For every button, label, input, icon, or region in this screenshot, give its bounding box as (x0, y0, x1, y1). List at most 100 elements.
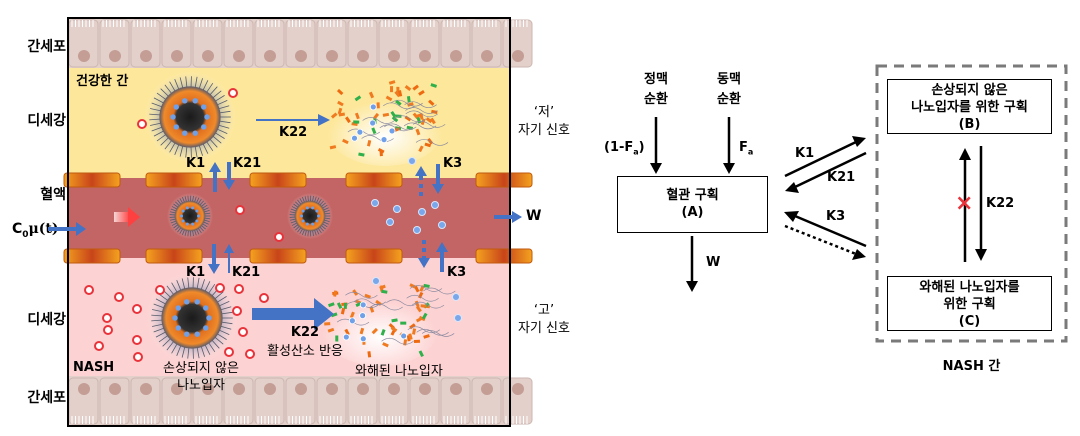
portal-inflow-line1: 정맥 (644, 72, 668, 87)
k1-bottom-label: K1 (186, 265, 206, 280)
hepatocyte-cell (254, 19, 285, 68)
intact-np-compartment-box: 손상되지 않은 나노입자를 위한 구획 (B) (887, 79, 1052, 134)
hepatocyte-cell (471, 19, 502, 68)
hepatocyte-nucleus (202, 383, 214, 395)
arterial-inflow-label: 동맥 순환 (701, 70, 757, 110)
endothelial-cell (475, 172, 533, 188)
hepatocyte-cell (378, 19, 409, 68)
k3-top-label: K3 (443, 156, 463, 171)
compartment-model-arrows (650, 64, 1068, 343)
hepatocyte-nucleus (171, 383, 183, 395)
k21-model-label: K21 (827, 170, 856, 185)
k1-model-arrow (784, 140, 857, 178)
intact-nanoparticle (151, 277, 233, 359)
hepatocyte-nucleus (450, 383, 462, 395)
ros-reaction-label: 활성산소 반응 (267, 344, 343, 359)
vascular-box-line2: (A) (681, 205, 704, 220)
iron-dot (452, 293, 460, 301)
hepatocyte-nucleus (326, 383, 338, 395)
low-signal-line1: ‘저’ (533, 105, 555, 120)
ros-dot (137, 119, 147, 129)
row-label-hepatocyte-top: 간세포 (27, 39, 66, 55)
input-label: C0μ(t) (12, 221, 59, 240)
intact-nanoparticle (149, 76, 231, 158)
liver-tissue-diagram (48, 17, 533, 427)
input-arrow-head (76, 222, 86, 236)
hepatocyte-cell (285, 377, 316, 425)
nash-liver-group-label: NASH 간 (942, 359, 1001, 374)
ros-dot (245, 349, 255, 359)
vascular-compartment-box: 혈관 구획 (A) (617, 176, 768, 233)
endothelial-cell (345, 172, 403, 188)
panel-frame (67, 17, 511, 427)
k3-model-label: K3 (826, 209, 846, 224)
ros-dot (133, 352, 143, 362)
ros-dot (259, 293, 269, 303)
hepatocyte-cell (161, 377, 192, 425)
endothelial-cell (63, 248, 121, 264)
arterial-inflow-line2: 순환 (717, 92, 741, 107)
input-label-sub: 0 (22, 229, 29, 240)
ros-dot (234, 284, 244, 294)
box-b-line2: 나노입자를 위한 구획 (911, 100, 1028, 115)
k1-top-label: K1 (186, 156, 206, 171)
intact-np-label-line1: 손상되지 않은 (163, 361, 239, 376)
portal-inflow-label: 정맥 순환 (628, 70, 684, 110)
blocked-marker: × (955, 191, 974, 216)
hepatocyte-nucleus (202, 50, 214, 62)
nash-liver-group-border (875, 64, 1068, 343)
hepatocyte-nucleus (512, 383, 524, 395)
hepatocyte-nucleus (171, 50, 183, 62)
hepatocyte-nucleus (326, 50, 338, 62)
nash-label: NASH (73, 360, 115, 375)
ros-dot (84, 285, 94, 295)
vascular-box-line1: 혈관 구획 (666, 188, 719, 203)
ros-dot (103, 325, 113, 335)
ros-dot (232, 306, 242, 316)
k3-bottom-label: K3 (447, 265, 467, 280)
hepatocyte-cell (440, 377, 471, 425)
intact-np-label-line2: 나노입자 (177, 378, 225, 393)
arterial-fraction-label: Fa (739, 140, 753, 157)
outflow-label-left: W (526, 208, 542, 224)
hepatocyte-cell (192, 377, 223, 425)
hepatocyte-nucleus (140, 383, 152, 395)
portal-fraction-prefix: (1-F (604, 140, 634, 155)
iron-dot (418, 208, 426, 216)
hepatocyte-cell (99, 19, 130, 68)
hepatocyte-nucleus (295, 383, 307, 395)
ros-dot (235, 205, 245, 215)
iron-dot (408, 157, 416, 165)
endothelial-cells (63, 172, 533, 264)
portal-inflow-line2: 순환 (644, 92, 668, 107)
hepatocyte-cell (285, 19, 316, 68)
row-label-sinusoid-top: 디세강 (27, 113, 66, 129)
hepatocyte-nucleus (512, 50, 524, 62)
ros-dot (228, 88, 238, 98)
hepatocyte-nucleus (264, 50, 276, 62)
high-signal-line1: ‘고’ (533, 303, 555, 318)
hepatocyte-cell (409, 19, 440, 68)
hepatocyte-nucleus (233, 50, 245, 62)
k22-model-label: K22 (986, 196, 1015, 211)
portal-fraction-label: (1-Fa) (604, 140, 645, 157)
endothelial-cell (63, 172, 121, 188)
hepatocyte-nucleus (109, 50, 121, 62)
iron-dot (393, 205, 401, 213)
hepatocyte-nucleus (357, 50, 369, 62)
degraded-nanoparticle-cloud (327, 94, 443, 166)
degraded-nanoparticle-cloud (322, 294, 438, 366)
row-label-blood: 혈액 (40, 187, 66, 203)
hepatocyte-cell (316, 19, 347, 68)
hepatocyte-nucleus (419, 383, 431, 395)
hepatocyte-cell (223, 377, 254, 425)
hepatocyte-nucleus (109, 383, 121, 395)
hepatocyte-cell (471, 377, 502, 425)
hepatocyte-cell (223, 19, 254, 68)
iron-dot (371, 199, 379, 207)
row-label-hepatocyte-bottom: 간세포 (27, 390, 66, 406)
k3-model-arrow (794, 214, 867, 248)
ros-dot (274, 232, 284, 242)
k21-bottom-label: K21 (232, 265, 261, 280)
hepatocyte-nucleus (450, 50, 462, 62)
